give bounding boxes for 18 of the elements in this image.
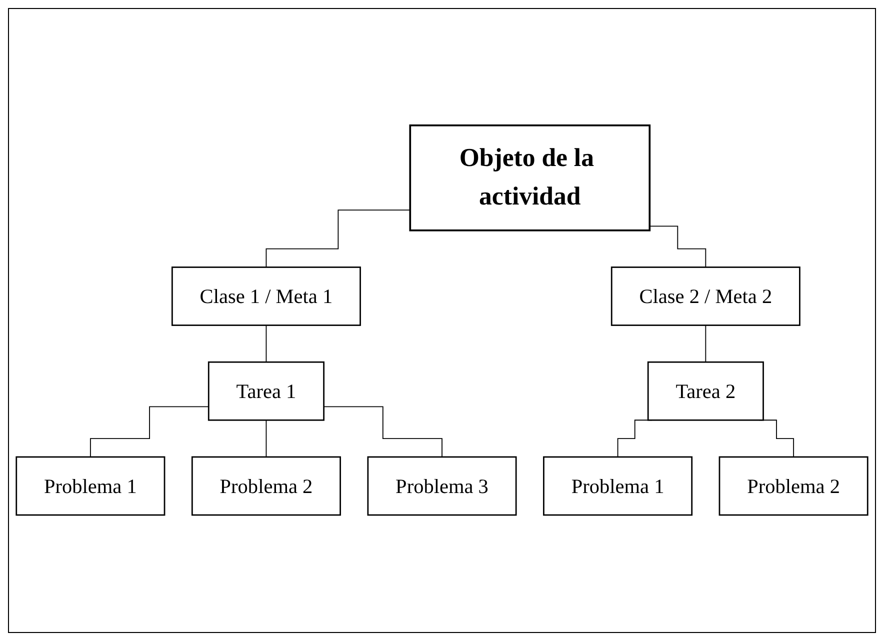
connector [649, 226, 706, 268]
connector [90, 406, 210, 458]
node-box [409, 124, 651, 232]
node-box [367, 456, 517, 516]
node-box [718, 456, 868, 516]
node-box [191, 456, 341, 516]
node-box [647, 362, 764, 422]
connector [266, 210, 411, 268]
node-box [16, 456, 166, 516]
node-box [208, 362, 324, 422]
node-box [171, 266, 361, 326]
connector [323, 406, 442, 458]
connector [705, 325, 706, 363]
diagram-frame: Objeto de la actividad Clase 1 / Meta 1 Clase 2 / Meta 2 Tarea 1 Tarea 2 Problema 1 Problema 2 Problema 3 Problema 1 Problema 2 [8, 8, 876, 633]
connector [266, 420, 267, 458]
node-box [543, 456, 693, 516]
node-box [610, 266, 800, 326]
connector [266, 325, 267, 363]
